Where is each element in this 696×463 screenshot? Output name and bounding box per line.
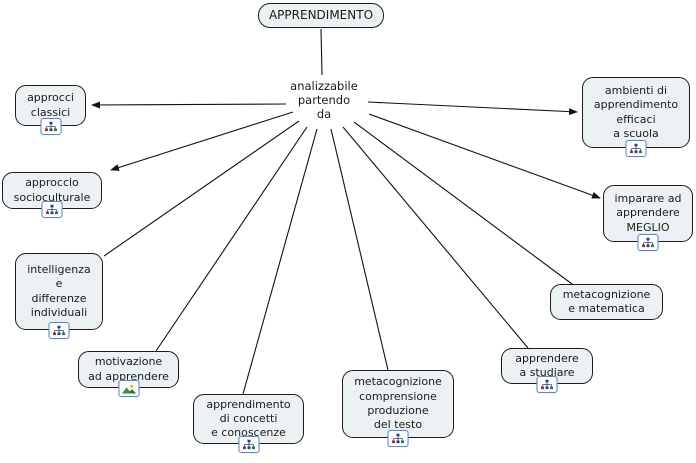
concept-label: approccio socioculturale bbox=[13, 176, 91, 204]
concept-node-metacognizione-testo[interactable]: metacognizione comprensione produzione d… bbox=[342, 370, 454, 447]
concept-label: apprendere a studiare bbox=[515, 351, 579, 379]
concept-node-ambienti-scuola[interactable]: ambienti di apprendimento efficaci a scu… bbox=[582, 77, 690, 157]
cmap-icon[interactable] bbox=[238, 436, 259, 453]
cmap-icon[interactable] bbox=[637, 234, 659, 251]
image-icon[interactable] bbox=[118, 380, 139, 397]
concept-node-approccio-socioculturale[interactable]: approccio socioculturale bbox=[2, 172, 102, 218]
concept-node-apprendimento[interactable]: APPRENDIMENTO bbox=[258, 3, 384, 28]
concept-label: motivazione ad apprendere bbox=[88, 355, 169, 383]
concept-label: metacognizione comprensione produzione d… bbox=[354, 375, 442, 432]
cmap-icon[interactable] bbox=[41, 201, 63, 218]
concept-node-apprendere-studiare[interactable]: apprendere a studiare bbox=[501, 348, 593, 393]
concept-node-approcci-classici[interactable]: approcci classici bbox=[15, 85, 86, 135]
concept-node-intelligenza-differenze[interactable]: intelligenza e differenze individuali bbox=[15, 253, 103, 339]
cmap-icon[interactable] bbox=[625, 140, 647, 157]
cmap-icon[interactable] bbox=[40, 118, 61, 135]
concept-node-metacognizione-matematica[interactable]: metacognizione e matematica bbox=[550, 284, 663, 320]
concept-label: APPRENDIMENTO bbox=[268, 7, 374, 22]
cmap-icon[interactable] bbox=[536, 376, 558, 393]
concept-node-motivazione[interactable]: motivazione ad apprendere bbox=[78, 351, 179, 397]
concept-label: metacognizione e matematica bbox=[562, 287, 651, 315]
concept-label: approcci classici bbox=[27, 91, 74, 119]
linking-phrase[interactable]: analizzabile partendo da bbox=[290, 79, 358, 122]
cmap-icon[interactable] bbox=[48, 322, 70, 339]
concept-node-imparare-meglio[interactable]: imparare ad apprendere MEGLIO bbox=[603, 185, 693, 251]
concept-label: apprendimento di concetti e conoscenze bbox=[206, 397, 291, 440]
concept-label: imparare ad apprendere MEGLIO bbox=[614, 192, 682, 234]
concept-node-apprendimento-concetti[interactable]: apprendimento di concetti e conoscenze bbox=[193, 394, 304, 453]
concept-label: intelligenza e differenze individuali bbox=[27, 262, 91, 319]
cmap-icon[interactable] bbox=[387, 430, 409, 447]
concept-label: ambienti di apprendimento efficaci a scu… bbox=[593, 83, 679, 140]
